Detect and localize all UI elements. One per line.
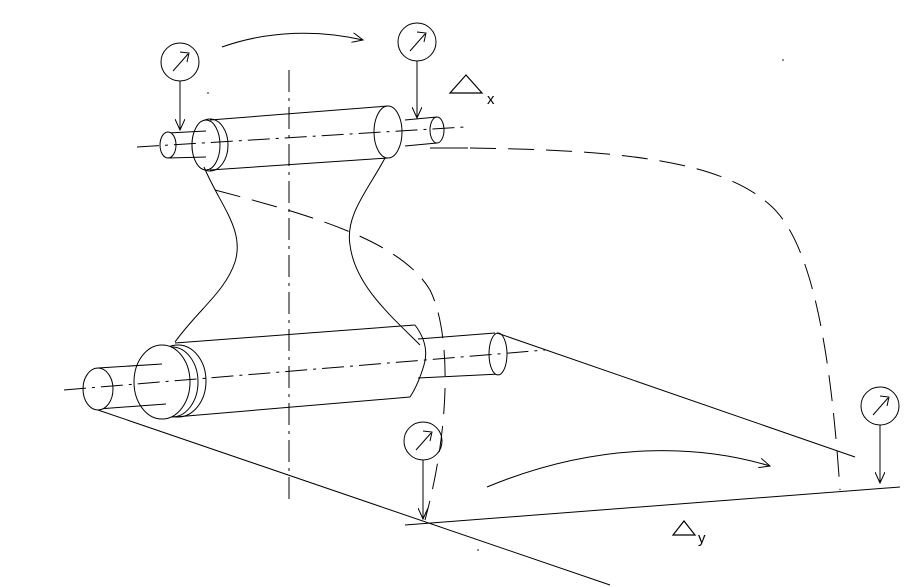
lower-roll [82,324,508,420]
delta-x-label: x [448,74,495,108]
lower-roll-centerline [63,349,546,391]
dial-gauge-icon [403,421,443,519]
upper-roll [159,105,445,172]
delta-x-subscript: x [487,91,495,108]
upper-roll-body-bottom [209,157,389,171]
inner-swing-arc [214,189,446,521]
upper-roll-left-face [191,119,221,171]
stray-mark [782,59,784,61]
delta-symbol [671,520,697,536]
upper-roll-centerline [136,126,466,148]
delta-y-subscript: y [698,530,706,547]
lower-roll-left-face [133,344,191,420]
upper-roll-right-journal [404,116,445,147]
rotation-arrow-bottom [486,450,770,488]
y-reference-line [404,486,901,526]
right-reference-line [496,332,856,458]
lower-roll-right-journal [417,332,508,379]
rotation-arrow-top [221,33,363,48]
workpiece-left-profile [174,166,238,343]
lower-roll-body-bottom [174,396,411,418]
base-diagonal-line [97,409,611,586]
lower-roll-body-top [174,324,416,344]
upper-roll-left-journal [159,130,207,159]
upper-roll-body-top [209,105,389,121]
delta-symbol [448,74,484,94]
lower-roll-right-end [409,324,427,398]
dial-gauge-icon [397,22,437,118]
dial-gauge-icon [160,42,200,130]
outer-swing-arc [469,147,841,491]
stray-mark [477,549,479,551]
stray-mark [207,92,209,94]
dial-gauge-icon [860,386,900,483]
workpiece-right-profile [348,157,421,346]
delta-y-label: y [671,520,706,547]
